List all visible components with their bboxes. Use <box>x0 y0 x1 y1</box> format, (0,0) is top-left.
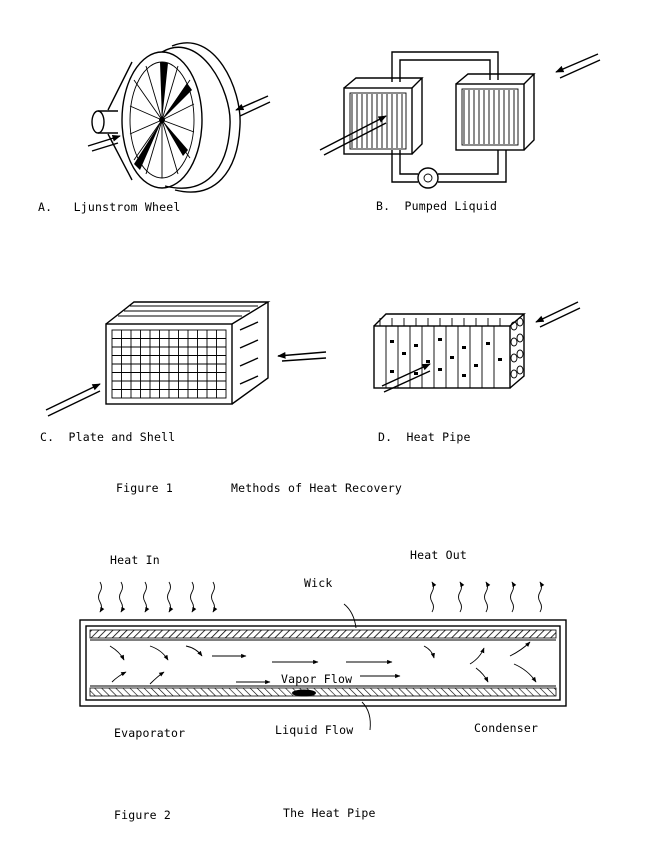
label-d-heat-pipe: D. Heat Pipe <box>378 430 471 444</box>
ljunstrom-wheel <box>87 42 271 193</box>
wick-label: Wick <box>304 576 333 590</box>
pumped-liquid <box>319 51 601 189</box>
liquid-flow-label: Liquid Flow <box>275 723 354 737</box>
condenser-label: Condenser <box>474 721 539 735</box>
label-b-pumped-liquid: B. Pumped Liquid <box>376 199 498 213</box>
label-a-ljunstrom-wheel: A. Ljunstrom Wheel <box>38 200 181 214</box>
heat-pipe-bank <box>373 301 581 393</box>
heat-pipe-cross-section <box>79 581 567 731</box>
heat-in-label: Heat In <box>110 553 160 567</box>
figure2-caption-number: Figure 2 <box>114 808 171 822</box>
heat-out-label: Heat Out <box>410 548 467 562</box>
figure1-caption-title: Methods of Heat Recovery <box>231 481 402 495</box>
figure1-caption-number: Figure 1 <box>116 481 173 495</box>
figure2-caption-title: The Heat Pipe <box>283 806 376 820</box>
label-c-plate-and-shell: C. Plate and Shell <box>40 430 176 444</box>
plate-and-shell <box>45 301 327 417</box>
evaporator-label: Evaporator <box>114 726 186 740</box>
vapor-flow-label: Vapor Flow <box>281 672 353 686</box>
